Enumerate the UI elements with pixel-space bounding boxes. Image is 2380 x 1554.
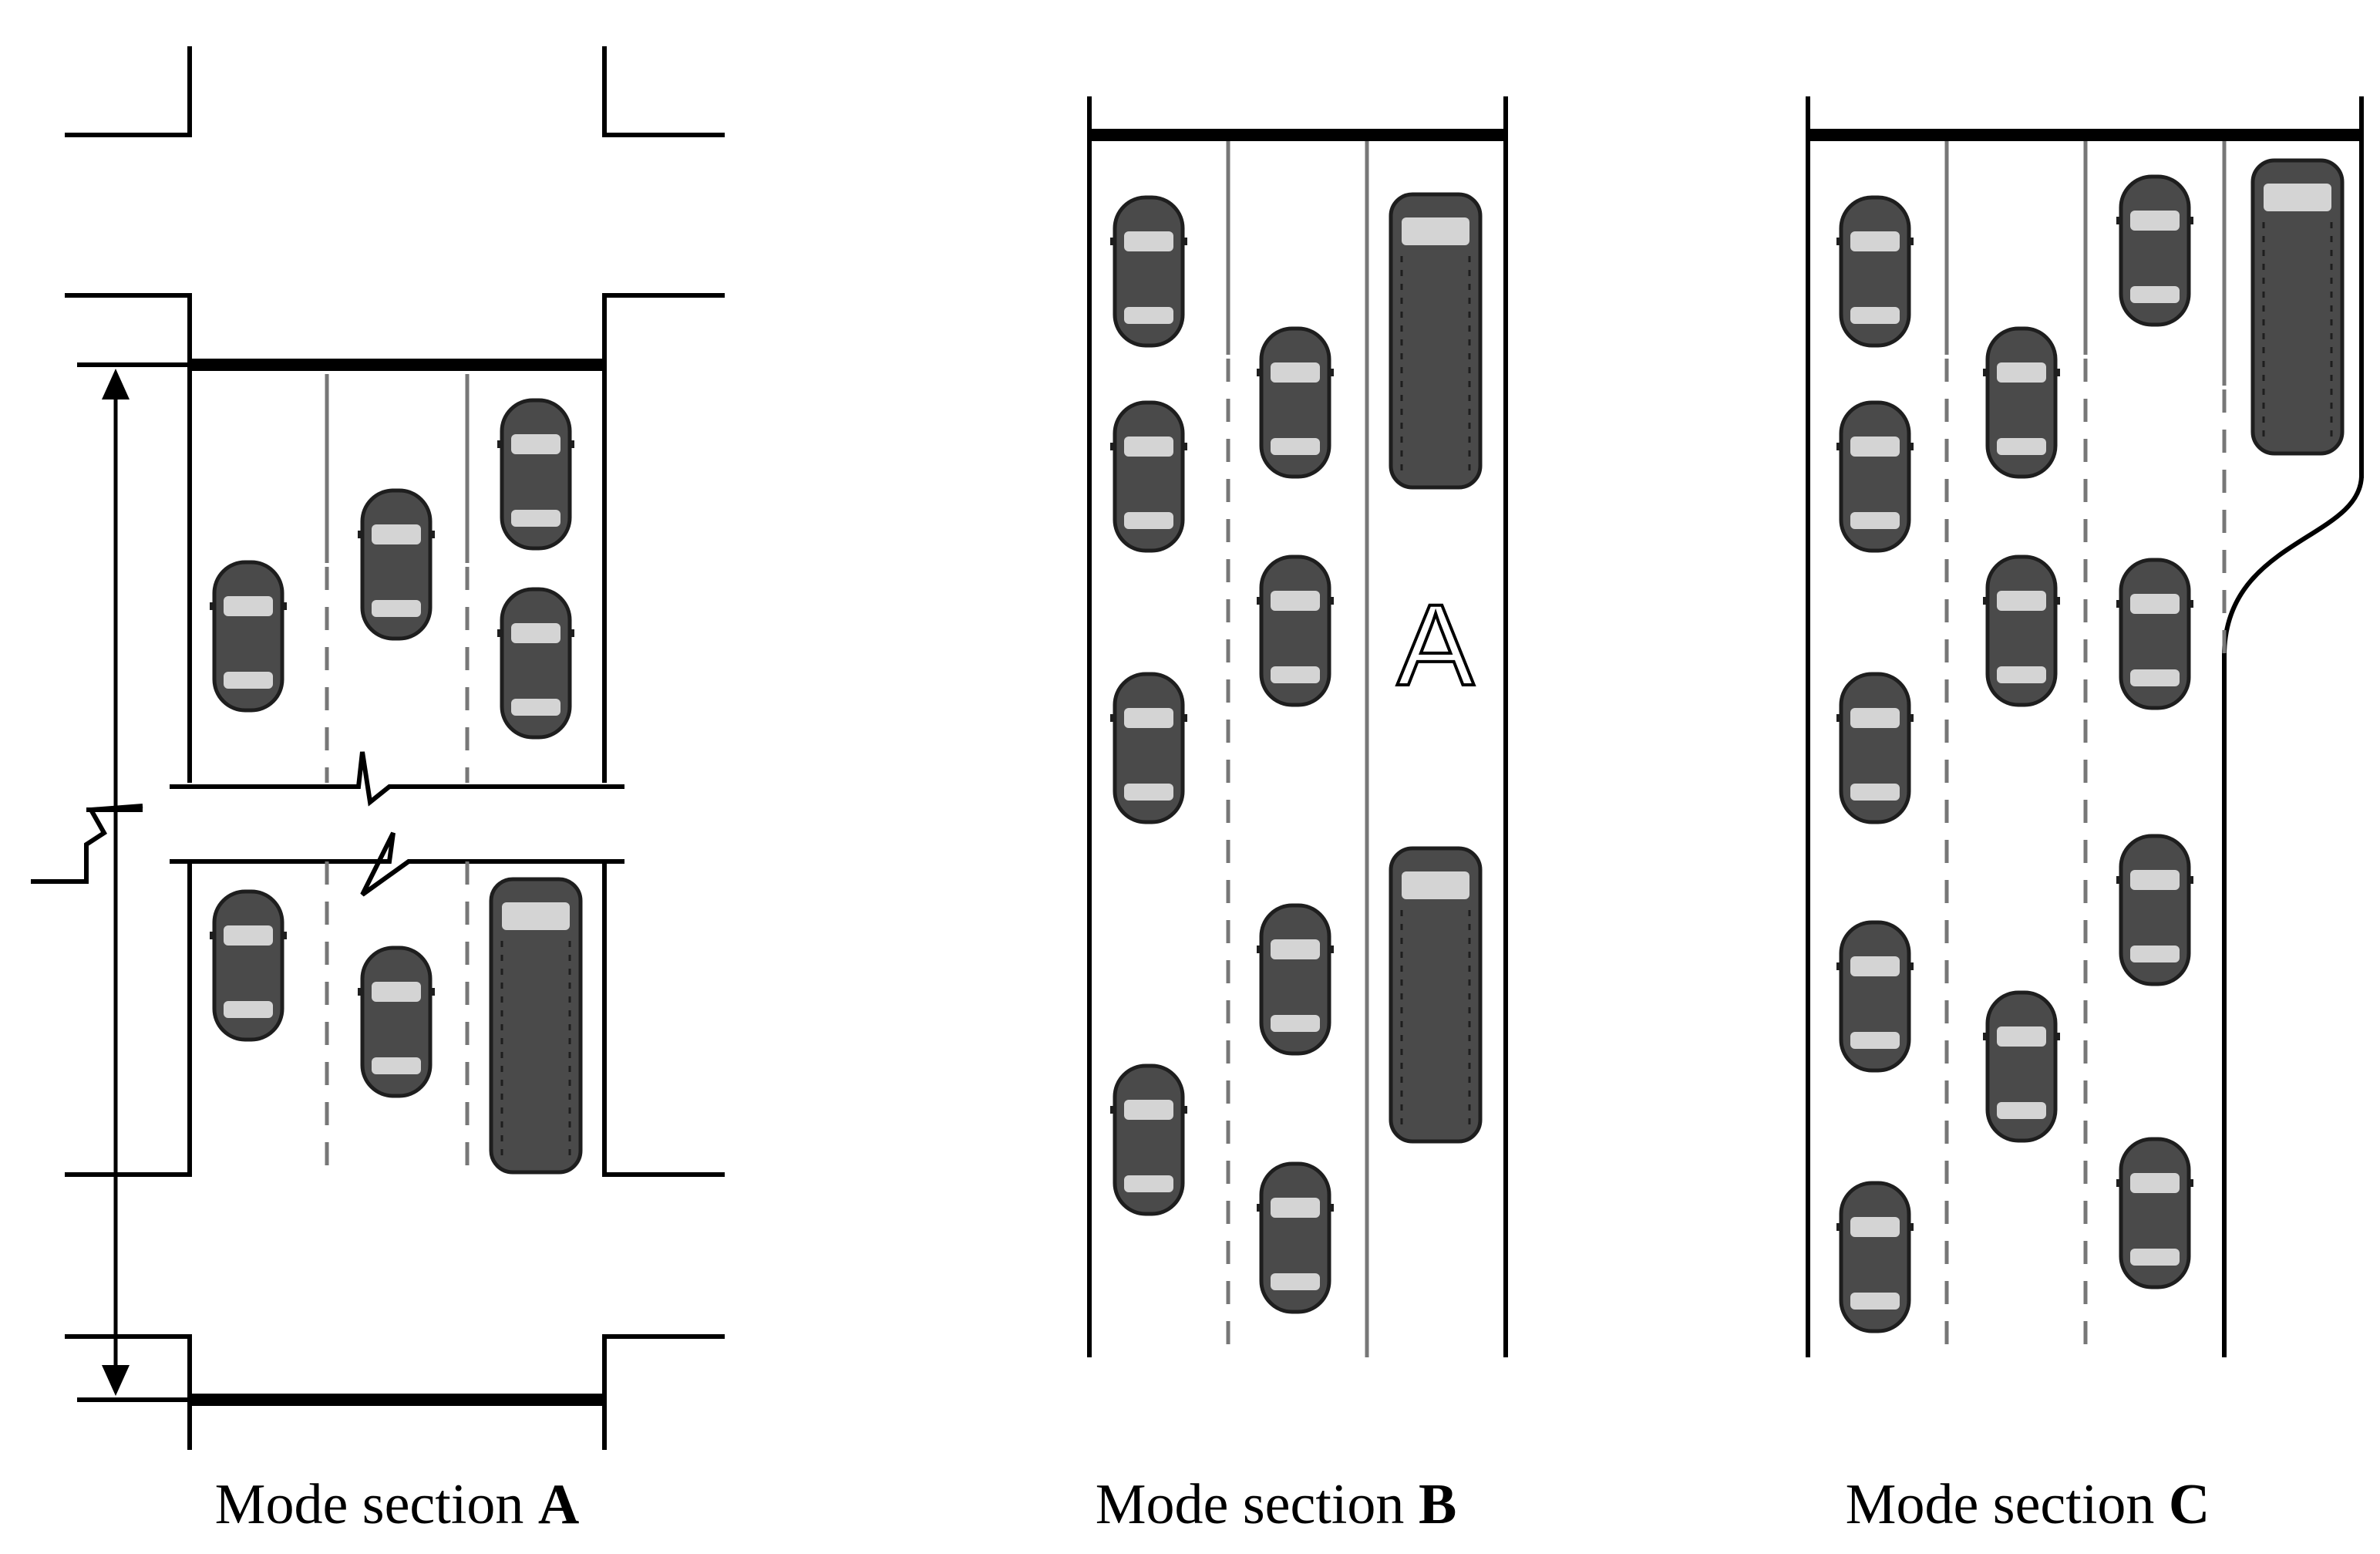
car-icon [1836, 197, 1914, 346]
car-icon [1110, 403, 1187, 551]
section-a: Mode section A [31, 46, 725, 1536]
car-icon [210, 892, 287, 1040]
section-a-road-edges [65, 46, 725, 1450]
bus-icon [491, 879, 581, 1172]
section-b-vehicles [1110, 194, 1480, 1312]
car-icon [2116, 177, 2193, 325]
caption-a-letter: A [538, 1473, 579, 1536]
caption-b-prefix: Mode section [1096, 1473, 1419, 1536]
caption-b-letter: B [1419, 1473, 1456, 1536]
car-icon [1836, 403, 1914, 551]
car-icon [1983, 329, 2060, 477]
car-icon [1257, 905, 1334, 1053]
car-icon [1836, 1183, 1914, 1331]
caption-c: Mode section C [1846, 1473, 2210, 1536]
section-c: Mode section C [1806, 96, 2364, 1536]
car-icon [497, 400, 574, 548]
bus-icon [1391, 848, 1480, 1141]
car-icon [1257, 1164, 1334, 1312]
bus-lane-marking: A [1397, 580, 1474, 710]
section-c-lane-markings [1944, 141, 2227, 1357]
car-icon [1836, 674, 1914, 822]
caption-b: Mode section B [1096, 1473, 1457, 1536]
car-icon [210, 562, 287, 710]
caption-a: Mode section A [215, 1473, 580, 1536]
section-a-dimension-arrow [31, 362, 190, 1402]
car-icon [1110, 197, 1187, 346]
bus-icon [2253, 160, 2342, 453]
bus-icon [1391, 194, 1480, 487]
car-icon [1983, 557, 2060, 705]
car-icon [497, 589, 574, 737]
car-icon [1257, 329, 1334, 477]
car-icon [1110, 1066, 1187, 1214]
section-b-road-edges [1087, 96, 1508, 1357]
section-c-vehicles [1836, 160, 2342, 1331]
car-icon [1257, 557, 1334, 705]
car-icon [358, 490, 435, 639]
section-a-lane-markings [325, 374, 470, 1176]
section-c-road-edges [1806, 96, 2364, 1357]
car-icon [1983, 993, 2060, 1141]
caption-c-prefix: Mode section [1846, 1473, 2169, 1536]
car-icon [2116, 1139, 2193, 1287]
section-b: A Mode section B [1087, 96, 1508, 1536]
caption-c-letter: C [2169, 1473, 2210, 1536]
caption-a-prefix: Mode section [215, 1473, 538, 1536]
car-icon [2116, 560, 2193, 708]
car-icon [1110, 674, 1187, 822]
section-b-lane-markings: A [1226, 141, 1476, 1357]
car-icon [1836, 922, 1914, 1070]
car-icon [358, 948, 435, 1096]
car-icon [2116, 836, 2193, 984]
